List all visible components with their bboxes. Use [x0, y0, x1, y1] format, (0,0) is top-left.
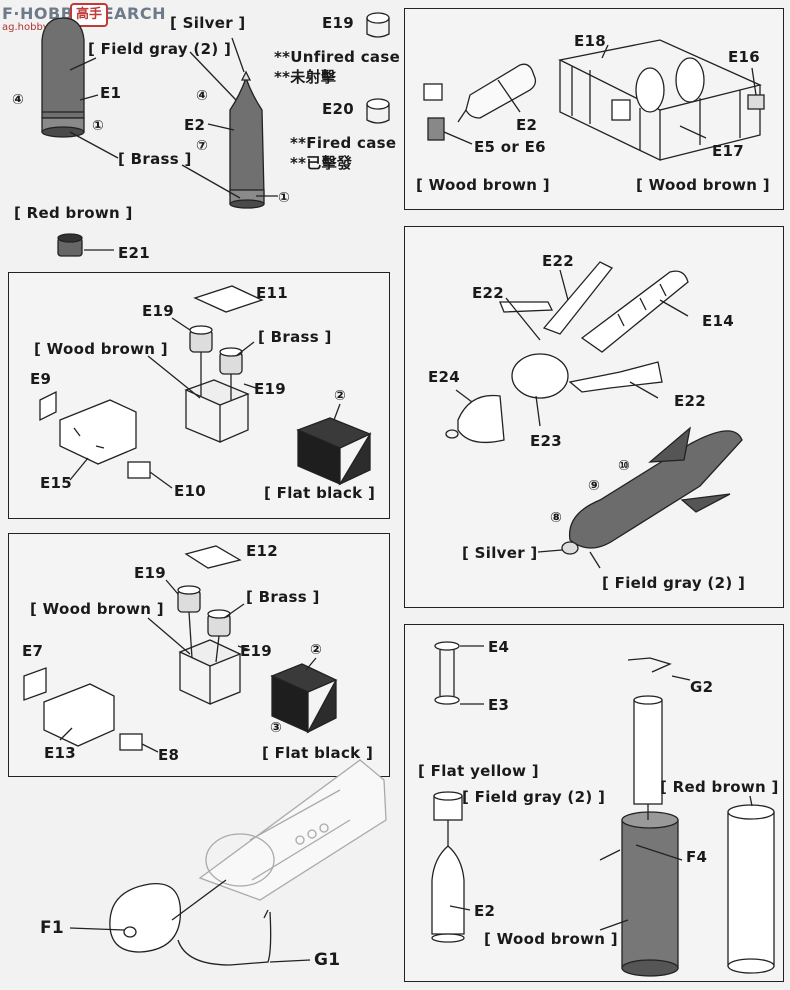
- panel-a-e5-e6: E5 or E6: [474, 138, 546, 156]
- panel-a-e18: E18: [574, 32, 607, 50]
- panel-d-e7: E7: [22, 642, 44, 660]
- panel-b-e15: E15: [40, 474, 73, 492]
- panel-b-marker-2: ②: [334, 388, 347, 404]
- grenade-parts-drawing: [445, 261, 689, 444]
- panel-b-brass: [ Brass ]: [258, 328, 332, 346]
- panel-d-marker-3: ③: [270, 720, 283, 736]
- note-fired-en: **Fired case: [290, 134, 397, 152]
- case-e19-drawing: [366, 12, 390, 38]
- panel-d-e8: E8: [158, 746, 180, 764]
- cup-f1-drawing: [69, 879, 311, 966]
- panel-d-e13: E13: [44, 744, 77, 762]
- panel-e-f4: F4: [686, 848, 708, 866]
- label-f1: F1: [40, 918, 65, 938]
- panel-a-wood-brown-2: [ Wood brown ]: [636, 176, 770, 194]
- note-unfired-en: **Unfired case: [274, 48, 401, 66]
- panel-b-wood-brown: [ Wood brown ]: [34, 340, 168, 358]
- panel-e-g2: G2: [690, 678, 714, 696]
- panel-e-red-brown: [ Red brown ]: [660, 778, 779, 796]
- panel-e-flat-yellow: [ Flat yellow ]: [418, 762, 539, 780]
- panel-d-e19a: E19: [134, 564, 167, 582]
- panel-c-e22b: E22: [472, 284, 505, 302]
- label-g1: G1: [314, 950, 341, 970]
- cap-e21-drawing: [57, 233, 114, 257]
- panel-b-e19a: E19: [142, 302, 175, 320]
- panel-e-field-gray: [ Field gray (2) ]: [462, 788, 606, 806]
- crate-a-drawing: [147, 285, 264, 443]
- panel-d-marker-2: ②: [310, 642, 323, 658]
- label-e1: E1: [100, 84, 122, 102]
- marker-7: ⑦: [196, 138, 209, 154]
- panel-d-flat-black: [ Flat black ]: [262, 744, 374, 762]
- label-e20-case: E20: [322, 100, 355, 118]
- label-brass: [ Brass ]: [118, 150, 192, 168]
- launcher-drawing: [198, 759, 387, 901]
- panel-a-e2: E2: [516, 116, 538, 134]
- marker-4b: ④: [196, 88, 209, 104]
- panel-b-e9: E9: [30, 370, 52, 388]
- panel-c-marker-10: ⑩: [618, 458, 631, 474]
- panel-e-e2: E2: [474, 902, 496, 920]
- panel-c-marker-8: ⑧: [550, 510, 563, 526]
- panel-c-e23: E23: [530, 432, 563, 450]
- panel-a-e17: E17: [712, 142, 745, 160]
- marker-1a: ①: [92, 118, 105, 134]
- label-e19-case: E19: [322, 14, 355, 32]
- crate-b-parts-e7-e13: [23, 667, 159, 753]
- label-silver: [ Silver ]: [170, 14, 246, 32]
- case-e20-drawing: [366, 98, 390, 124]
- tube-f4-drawing: [599, 657, 691, 977]
- panel-d-e19b: E19: [240, 642, 273, 660]
- grenade-e2-tube-drawing: [431, 791, 471, 943]
- label-red-brown: [ Red brown ]: [14, 204, 133, 222]
- assembled-grenade-drawing: [537, 426, 743, 569]
- note-fired-jp: **已擊發: [290, 154, 353, 172]
- panel-c-silver: [ Silver ]: [462, 544, 538, 562]
- fins-e4-e3-drawing: [434, 641, 484, 705]
- panel-b-flat-black: [ Flat black ]: [264, 484, 376, 502]
- crate-b-drawing: [147, 545, 251, 706]
- label-e21: E21: [118, 244, 151, 262]
- panel-c-marker-9: ⑨: [588, 478, 601, 494]
- panel-e-e4: E4: [488, 638, 510, 656]
- panel-c-e24: E24: [428, 368, 461, 386]
- panel-b-e11: E11: [256, 284, 289, 302]
- panel-a-wood-brown-1: [ Wood brown ]: [416, 176, 550, 194]
- grenade-e2-in-panel: [457, 63, 537, 123]
- note-unfired-jp: **未射擊: [274, 68, 337, 86]
- marker-1b: ①: [278, 190, 291, 206]
- black-crate-a: [296, 403, 372, 486]
- watermark-sub: ag.hobby.com: [2, 22, 72, 33]
- panel-c-field-gray: [ Field gray (2) ]: [602, 574, 746, 592]
- panel-b-e10: E10: [174, 482, 207, 500]
- panel-d-e12: E12: [246, 542, 279, 560]
- panel-d-brass: [ Brass ]: [246, 588, 320, 606]
- shell-e2-drawing: [229, 70, 265, 209]
- black-crate-b: [270, 657, 338, 734]
- panel-c-e22c: E22: [674, 392, 707, 410]
- panel-d-wood-brown: [ Wood brown ]: [30, 600, 164, 618]
- marker-4a: ④: [12, 92, 25, 108]
- panel-e-e3: E3: [488, 696, 510, 714]
- panel-c-e22a: E22: [542, 252, 575, 270]
- crate-frame-e18: [558, 39, 765, 162]
- tube-red-brown-drawing: [727, 795, 775, 974]
- crate-a-parts-e9-e15: [39, 390, 173, 489]
- tool-e5-drawing: [423, 83, 473, 145]
- panel-c-e14: E14: [702, 312, 735, 330]
- panel-grenade-tube: [404, 624, 784, 982]
- panel-a-e16: E16: [728, 48, 761, 66]
- panel-e-wood-brown: [ Wood brown ]: [484, 930, 618, 948]
- shell-e1-drawing: [41, 17, 85, 138]
- panel-b-e19b: E19: [254, 380, 287, 398]
- label-e2-top: E2: [184, 116, 206, 134]
- label-field-gray: [ Field gray (2) ]: [88, 40, 232, 58]
